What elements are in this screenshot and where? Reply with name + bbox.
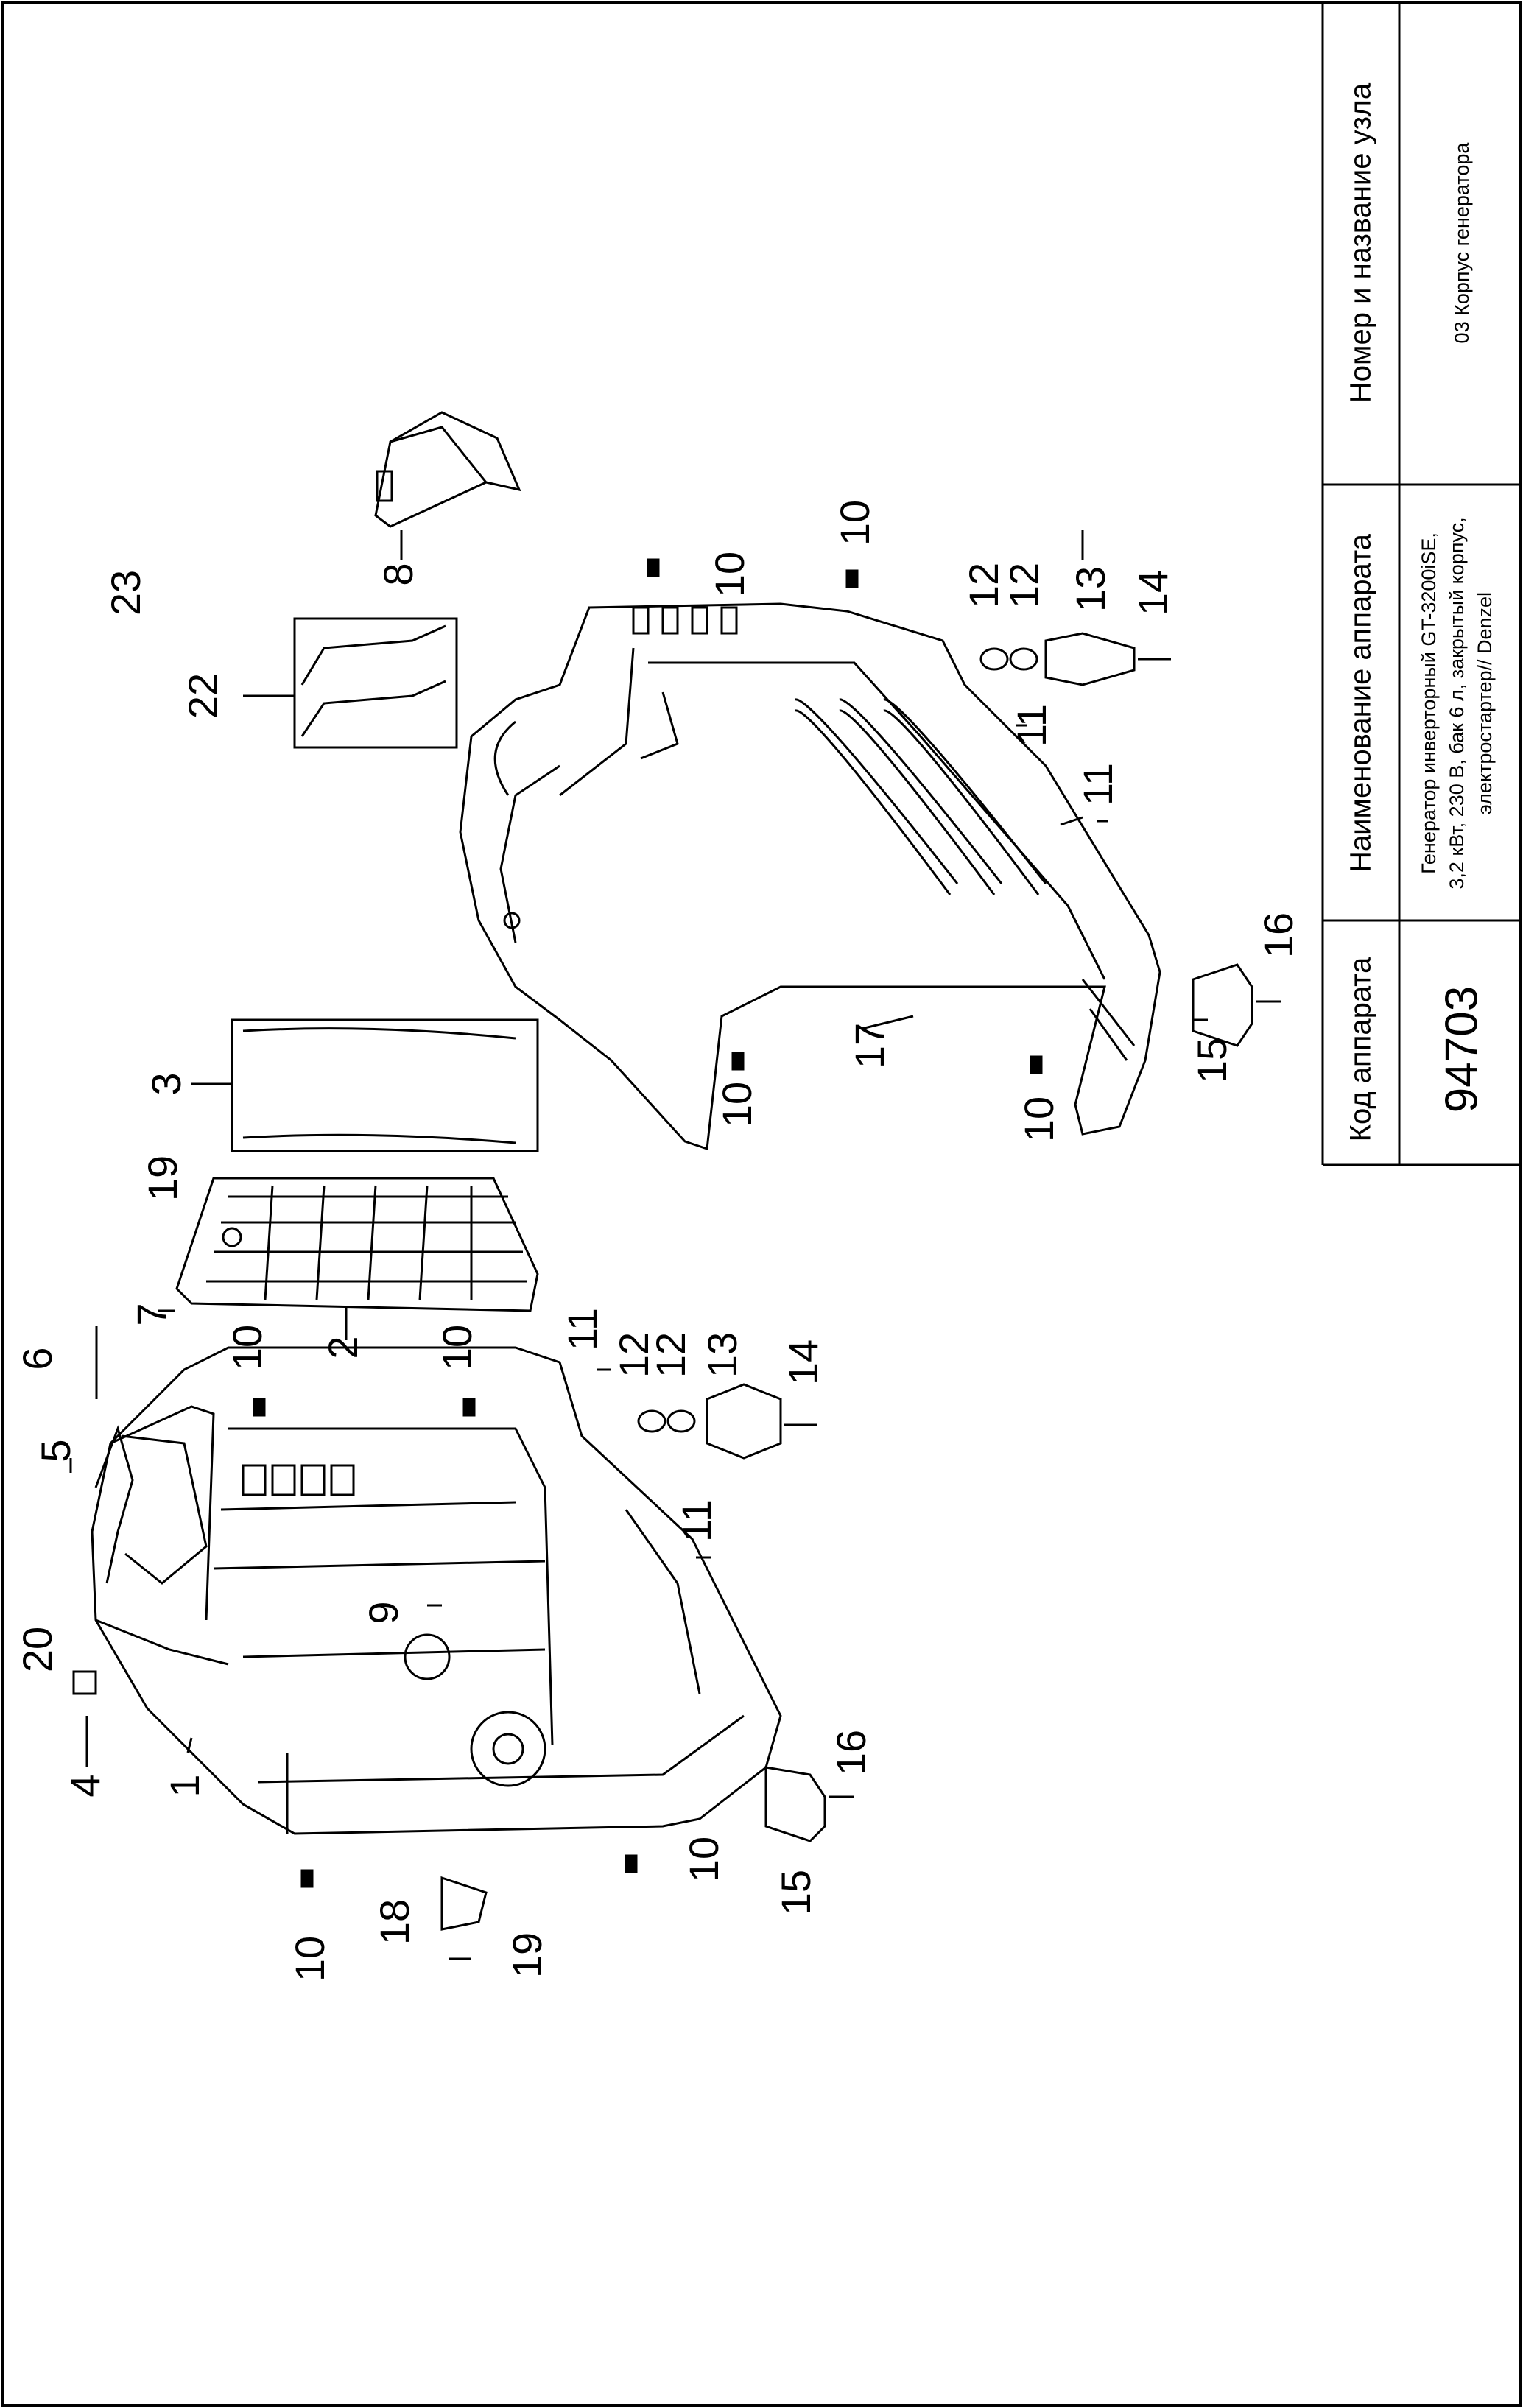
- callout-14a: 14: [1130, 570, 1176, 616]
- unit-value: 03 Корпус генератора: [1451, 142, 1473, 344]
- callout-10b: 10: [831, 500, 878, 546]
- callout-19: 19: [504, 1932, 550, 1978]
- callout-11c: 11: [559, 1308, 605, 1351]
- leader-lines: [186, 530, 1208, 1753]
- callout-12a: 12: [960, 563, 1007, 608]
- code-value: 94703: [1436, 985, 1488, 1113]
- title-block: [1321, 2, 1521, 1166]
- callout-21: 19: [139, 1155, 186, 1201]
- callout-10d: 10: [1016, 1096, 1062, 1142]
- callout-3: 3: [143, 1072, 189, 1095]
- callout-10c: 10: [714, 1082, 760, 1127]
- part-1-housing-base: [91, 1346, 782, 1835]
- callout-7: 7: [128, 1303, 175, 1326]
- callout-6: 6: [14, 1347, 60, 1370]
- bushings: [72, 632, 1281, 1931]
- callout-23: 23: [102, 570, 149, 616]
- callout-labels: 23 22 8 10 10 12 12 13 14 11 11 16 15 17…: [14, 500, 1301, 1982]
- callout-8: 8: [375, 563, 421, 585]
- callout-13a: 13: [1067, 566, 1114, 612]
- device-line-2: 3,2 кВт, 230 В, бак 6 л, закрытый корпус…: [1446, 517, 1468, 890]
- device-header: Наименование аппарата: [1344, 534, 1377, 873]
- callout-12d: 12: [647, 1332, 694, 1378]
- device-line-1: Генератор инверторный GT-3200iSE,: [1418, 532, 1440, 874]
- callout-20: 20: [14, 1627, 60, 1672]
- callout-11b: 11: [1074, 763, 1121, 806]
- callout-17: 17: [846, 1023, 893, 1069]
- callout-16b: 16: [828, 1730, 874, 1775]
- device-line-3: электростартер// Denzel: [1474, 591, 1496, 815]
- callout-13b: 13: [699, 1332, 745, 1378]
- callout-10f: 10: [434, 1325, 480, 1370]
- callout-12b: 12: [1001, 563, 1047, 608]
- callout-1: 1: [161, 1774, 208, 1797]
- callout-18: 18: [371, 1899, 418, 1945]
- callout-14b: 14: [780, 1339, 826, 1385]
- callout-15a: 15: [1189, 1038, 1235, 1083]
- part-22-box: [243, 617, 458, 749]
- callout-5: 5: [32, 1439, 79, 1462]
- callout-4: 4: [62, 1774, 108, 1797]
- callout-22: 22: [180, 673, 226, 719]
- callout-10h: 10: [286, 1936, 333, 1982]
- callout-15b: 15: [773, 1870, 819, 1915]
- part-8-outline: [374, 411, 521, 560]
- fasteners: [69, 558, 1108, 1960]
- code-header: Код аппарата: [1344, 957, 1377, 1142]
- callout-11a: 11: [1008, 704, 1055, 747]
- callout-11d: 11: [673, 1499, 720, 1542]
- callout-10e: 10: [224, 1325, 270, 1370]
- callout-16a: 16: [1255, 912, 1301, 958]
- callout-9: 9: [360, 1601, 407, 1624]
- callout-2: 2: [320, 1336, 366, 1359]
- part-3-box: [191, 1018, 539, 1152]
- callout-10g: 10: [680, 1837, 727, 1882]
- part-2-panel: [175, 1177, 539, 1340]
- part-17-housing-cover: [459, 602, 1161, 1151]
- unit-header: Номер и название узла: [1344, 82, 1377, 404]
- callout-12c: 12: [611, 1332, 657, 1378]
- callout-10a: 10: [706, 552, 753, 597]
